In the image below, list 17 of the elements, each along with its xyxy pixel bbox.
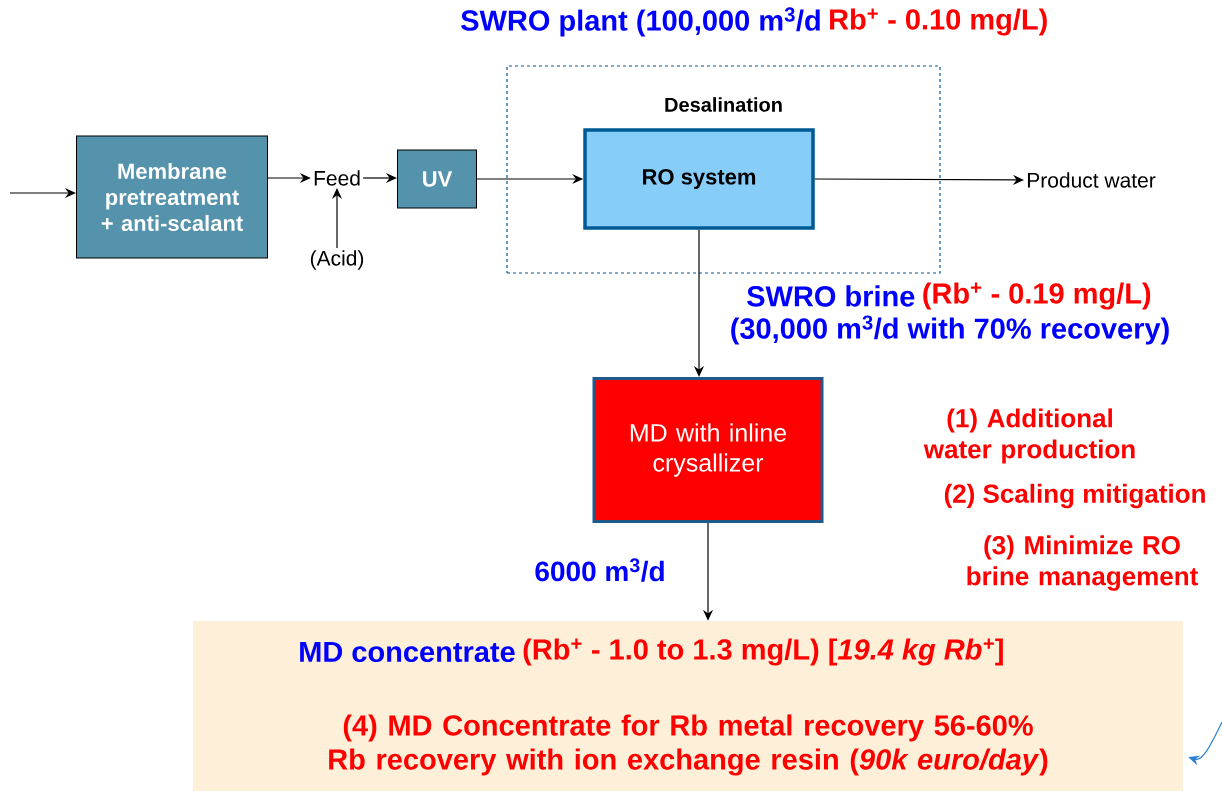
process-box: UV bbox=[397, 149, 477, 209]
flow-annotation: SWRO brine bbox=[747, 285, 915, 307]
result-panel: MD concentrate (Rb$^{+}$ - 1.0 to 1.3 mg/L) [19.4 kg Rb$^{+}$] (4) MD Concentrate for Rb metal recovery 56-60% Rb recovery with ion exchange resin (90k euro/day) bbox=[193, 621, 1183, 791]
flow-annotation: SWRO plant (100,000 m$^{3}$/d bbox=[461, 7, 820, 37]
note-text: Rb$^{+}$ - 0.10 mg/L) bbox=[830, 8, 1047, 36]
stream-label: Feed bbox=[314, 170, 360, 186]
flow-annotation: (30,000 m$^{3}$/d with 70% recovery) bbox=[731, 315, 1169, 345]
note-text: (3) Minimize RO brine management bbox=[967, 535, 1198, 591]
process-box: RO system bbox=[583, 128, 815, 230]
note-text: (Rb$^{+}$ - 0.19 mg/L) bbox=[923, 282, 1151, 310]
stream-label: (Acid) bbox=[310, 250, 364, 270]
stream-label: Product water bbox=[1027, 172, 1156, 188]
process-box: Membrane pretreatment + anti-scalant bbox=[76, 135, 268, 259]
note-text: (1) Additional water production bbox=[923, 408, 1135, 464]
note-text: (2) Scaling mitigation bbox=[944, 483, 1205, 509]
process-box: MD with inline crysallizer bbox=[592, 377, 824, 523]
edge-label: 6000 m$^{3}$/d bbox=[535, 558, 664, 582]
